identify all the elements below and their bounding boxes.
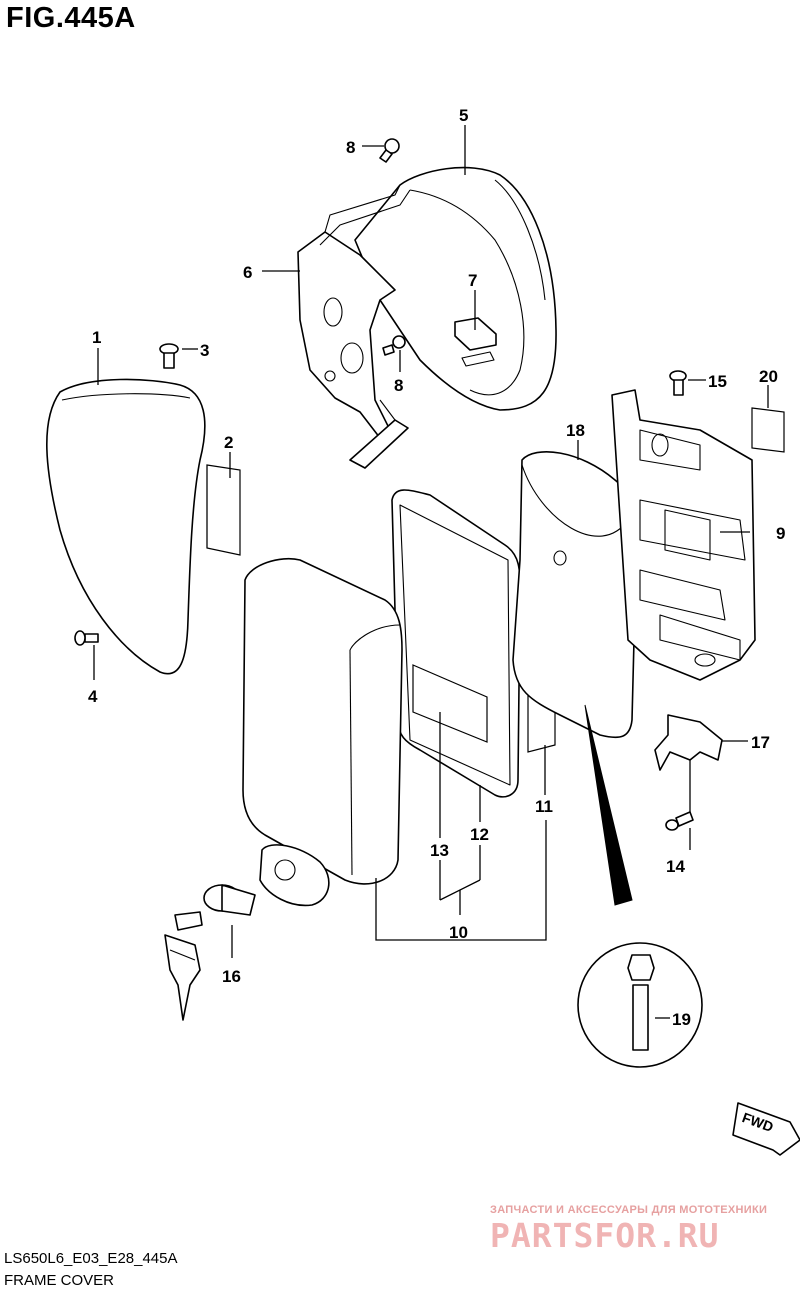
callout-5: 5 bbox=[459, 106, 468, 125]
screw-8-mid bbox=[382, 335, 406, 356]
leader-lines bbox=[93, 125, 769, 1019]
callout-19: 19 bbox=[672, 1010, 691, 1029]
part-16-lock bbox=[164, 844, 330, 1021]
screw-14 bbox=[665, 811, 694, 831]
detail-19 bbox=[577, 704, 703, 1068]
callout-1: 1 bbox=[92, 328, 101, 347]
callout-20: 20 bbox=[759, 367, 778, 386]
part-5-cover bbox=[354, 166, 557, 411]
part-13-pad bbox=[412, 664, 488, 743]
part-17-clip bbox=[654, 714, 723, 771]
part-1-side-cover bbox=[46, 378, 206, 675]
watermark-logo: PARTSFOR.RU bbox=[490, 1216, 720, 1255]
callout-15: 15 bbox=[708, 372, 727, 391]
callout-10: 10 bbox=[449, 923, 468, 942]
callout-8-mid: 8 bbox=[394, 376, 403, 395]
diagram-code: LS650L6_E03_E28_445A bbox=[4, 1250, 178, 1267]
part-9-bracket bbox=[611, 389, 756, 681]
callout-2: 2 bbox=[224, 433, 233, 452]
callout-numbers: 1 2 3 4 5 6 7 8 8 9 10 11 12 13 14 15 16… bbox=[88, 106, 785, 1029]
part-10-box bbox=[242, 557, 403, 885]
callout-11: 11 bbox=[535, 797, 553, 816]
part-12-gasket bbox=[391, 489, 521, 798]
callout-6: 6 bbox=[243, 263, 252, 282]
figure-title: FIG.445A bbox=[6, 2, 136, 34]
part-7-clip bbox=[454, 317, 497, 367]
callout-17: 17 bbox=[751, 733, 770, 752]
part-20-pad bbox=[751, 407, 785, 453]
callout-12: 12 bbox=[470, 825, 489, 844]
callout-9: 9 bbox=[776, 524, 785, 543]
callout-14: 14 bbox=[666, 857, 685, 876]
screw-8-top bbox=[379, 138, 400, 163]
diagram-name: FRAME COVER bbox=[4, 1272, 115, 1289]
callout-8-top: 8 bbox=[346, 138, 355, 157]
callout-3: 3 bbox=[200, 341, 209, 360]
part-6-bracket bbox=[297, 184, 411, 469]
callout-16: 16 bbox=[222, 967, 241, 986]
callout-7: 7 bbox=[468, 271, 477, 290]
callout-4: 4 bbox=[88, 687, 98, 706]
callout-18: 18 bbox=[566, 421, 585, 440]
watermark-tagline: ЗАПЧАСТИ И АКСЕССУАРЫ ДЛЯ МОТОТЕХНИКИ bbox=[490, 1204, 768, 1216]
screw-3 bbox=[159, 343, 179, 369]
fwd-arrow-icon: FWD bbox=[732, 1102, 800, 1156]
part-2-pad bbox=[206, 464, 241, 556]
callout-13: 13 bbox=[430, 841, 449, 860]
screw-15 bbox=[669, 370, 687, 396]
screw-4 bbox=[74, 630, 99, 646]
